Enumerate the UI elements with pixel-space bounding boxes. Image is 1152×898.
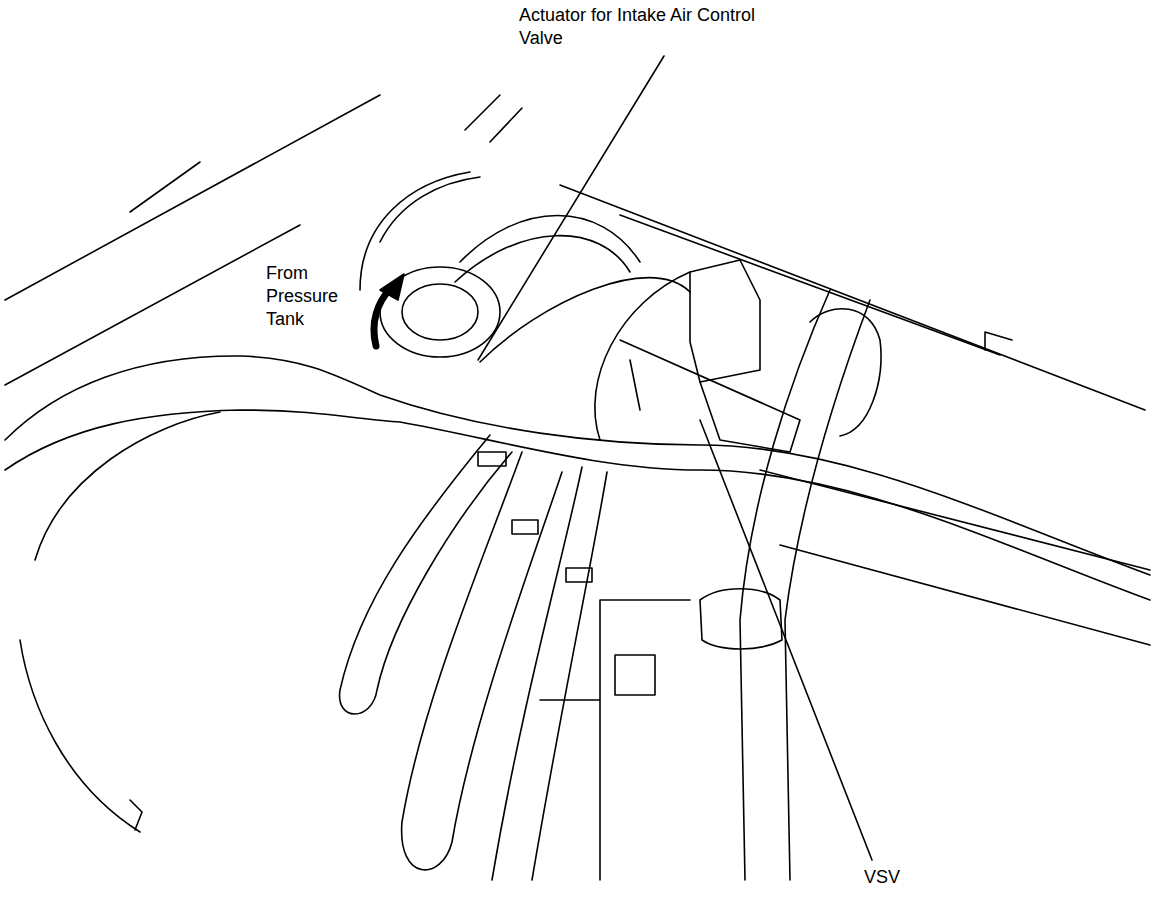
body-line: [360, 172, 470, 290]
flow-arrow: [374, 289, 390, 346]
body-line: [380, 177, 480, 242]
wheel-well: [130, 800, 142, 830]
leader-line: [700, 420, 872, 860]
part-label: Actuator for Intake Air Control Valve: [517, 4, 771, 50]
hose: [532, 472, 607, 880]
flow-arrowhead: [380, 274, 404, 300]
actuator-housing: [402, 284, 478, 340]
wheel-well: [20, 640, 140, 832]
vacuum-hose: [595, 272, 690, 440]
tube: [740, 290, 830, 880]
vsv-bracket: [620, 340, 800, 452]
hose-clamp: [478, 452, 506, 466]
vacuum-hose: [460, 216, 640, 263]
body-line: [810, 309, 881, 436]
part-label: From Pressure Tank: [264, 262, 352, 331]
hose: [492, 467, 582, 880]
tube: [785, 300, 870, 880]
leader-line: [478, 56, 664, 360]
pressure-pipe: [5, 410, 1150, 600]
hose: [465, 95, 500, 130]
part-label: VSV: [862, 866, 926, 889]
body-line: [560, 185, 1145, 410]
hose: [490, 108, 522, 142]
body-line: [620, 215, 1000, 355]
bracket: [985, 332, 1012, 350]
hose: [340, 435, 512, 714]
hose: [402, 452, 562, 870]
wheel-well: [35, 412, 220, 560]
engine-part: [615, 655, 655, 695]
engine-block: [540, 600, 690, 880]
body-line: [780, 545, 1150, 645]
actuator-housing: [380, 267, 500, 357]
hose-clamp: [566, 568, 592, 582]
vacuum-hose: [455, 236, 630, 282]
body-line: [130, 162, 200, 212]
body-line: [5, 225, 300, 385]
pressure-pipe: [5, 356, 1150, 575]
hose-clamp: [512, 520, 538, 534]
vsv-body: [690, 260, 760, 382]
